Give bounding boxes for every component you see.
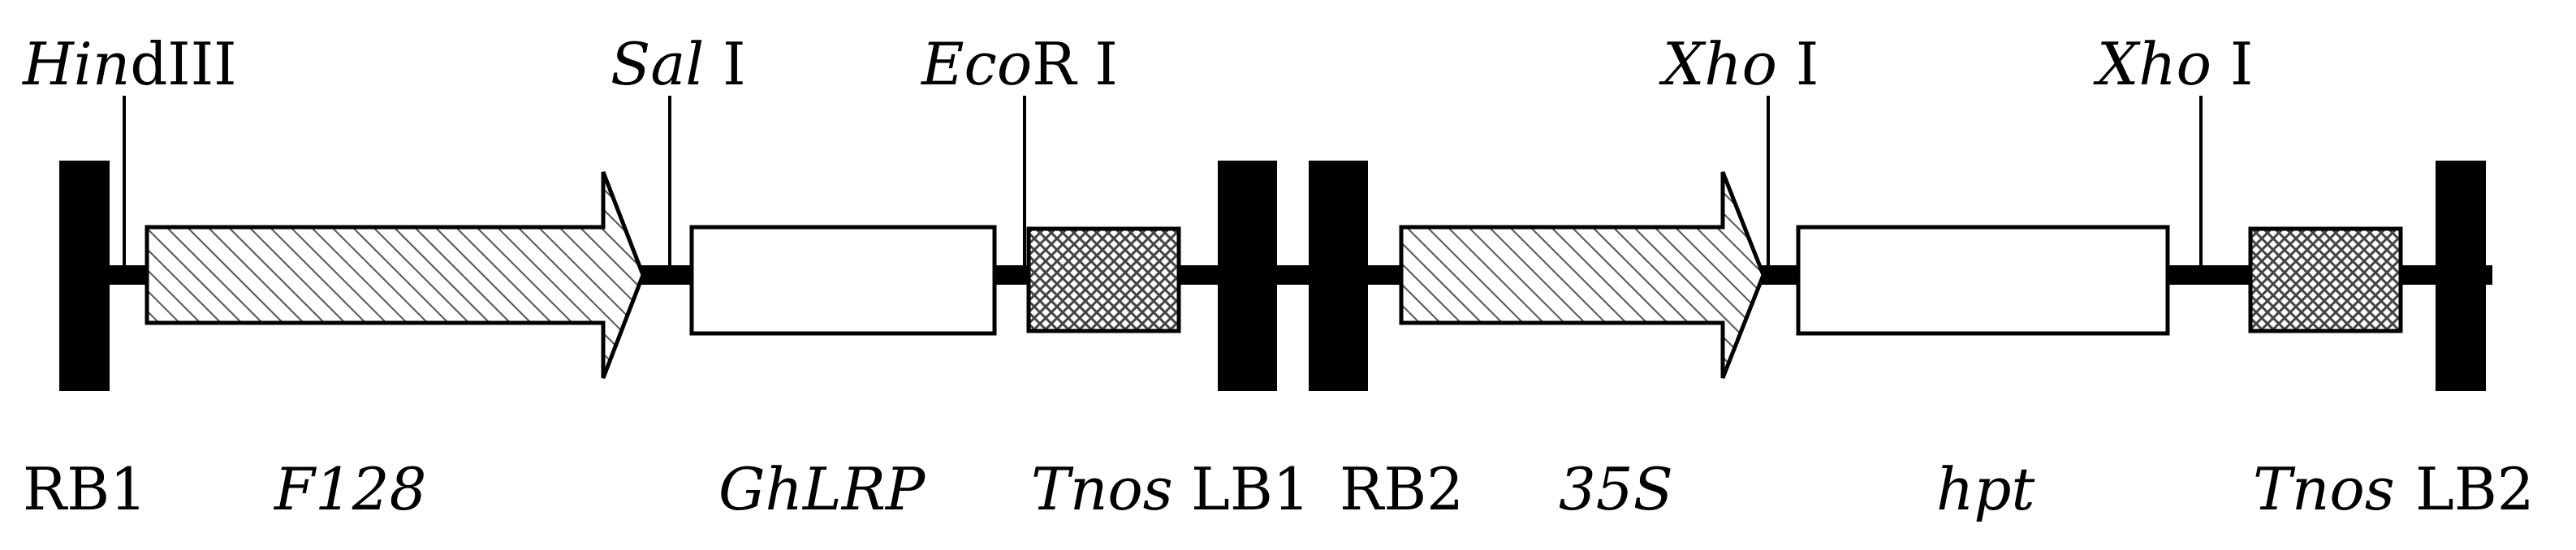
label-tnos-2: Tnos	[2253, 455, 2395, 523]
label-35s: 35S	[1559, 455, 1673, 523]
site-label-sali: Sal I	[611, 30, 746, 98]
label-hpt: hpt	[1936, 455, 2035, 523]
tnos-terminator-box-1	[1026, 226, 1181, 333]
site-label-hindiii: HindIII	[21, 30, 237, 98]
label-rb2: RB2	[1340, 455, 1464, 523]
label-f128: F128	[273, 455, 426, 523]
label-ghlrp: GhLRP	[718, 455, 926, 523]
hpt-gene-box	[1796, 225, 2170, 336]
35s-promoter-arrow	[1399, 171, 1766, 379]
label-tnos-1: Tnos	[1031, 455, 1173, 523]
f128-promoter-arrow	[145, 171, 645, 379]
lb1-border-block	[1218, 161, 1277, 391]
tnos-terminator-box-2	[2248, 226, 2403, 333]
site-label-xhoi-1: Xho I	[1659, 30, 1819, 98]
rb1-border-block	[59, 161, 110, 391]
lb2-border-block	[2436, 161, 2486, 391]
label-lb1: LB1	[1191, 455, 1310, 523]
label-rb1: RB1	[23, 455, 147, 523]
site-label-xhoi-2: Xho I	[2093, 30, 2253, 98]
site-label-ecori: EcoR I	[920, 30, 1118, 98]
label-lb2: LB2	[2415, 455, 2535, 523]
rb2-border-block	[1309, 161, 1368, 391]
ghlrp-gene-box	[689, 225, 997, 336]
